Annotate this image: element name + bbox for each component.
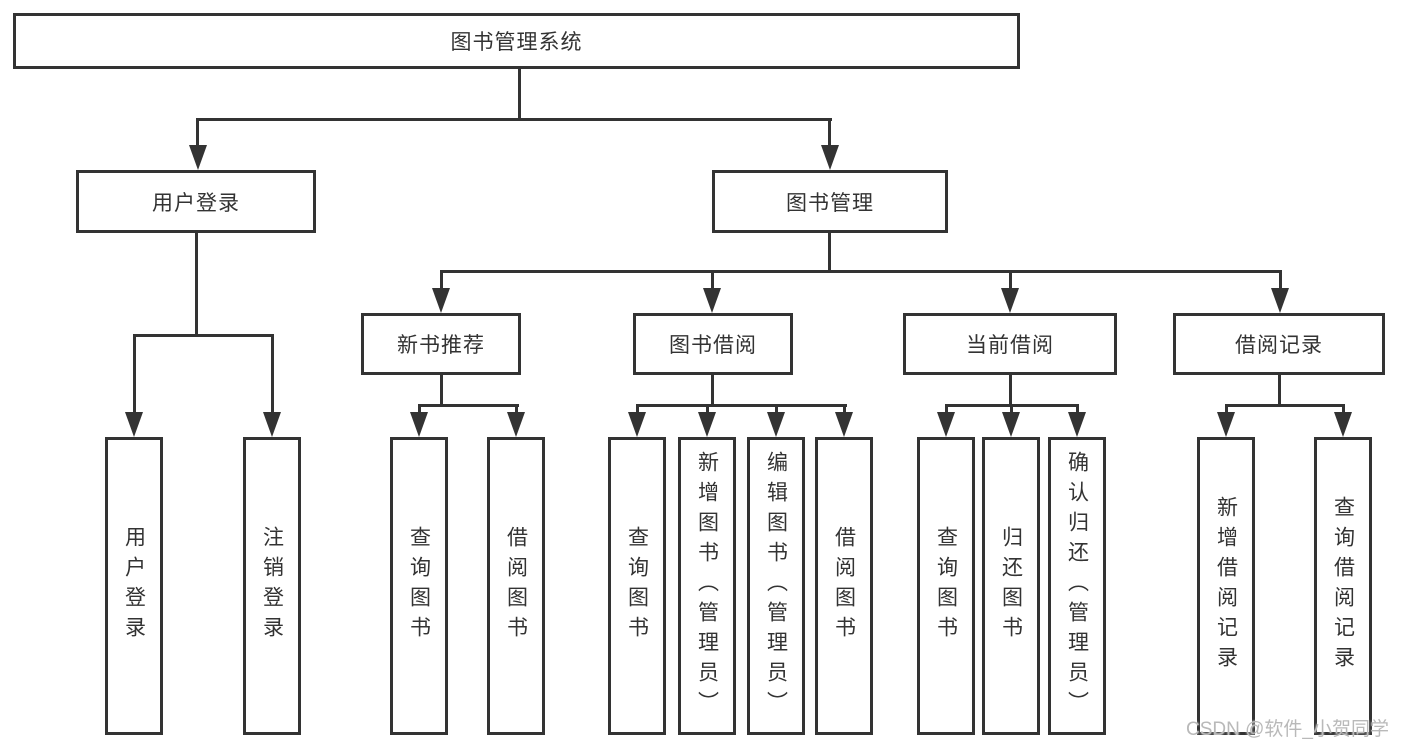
node-book-management: 图书管理	[712, 170, 948, 233]
arrowhead	[1002, 412, 1020, 437]
arrowhead	[1271, 288, 1289, 313]
connector-line	[828, 118, 831, 148]
leaf-edit-book-admin: 编辑图书（管理员）	[747, 437, 805, 735]
connector-line	[711, 270, 714, 290]
arrowhead	[1068, 412, 1086, 437]
connector-line	[196, 118, 199, 148]
connector-line	[271, 334, 274, 414]
node-label: 用户登录	[152, 191, 240, 215]
arrowhead	[263, 412, 281, 437]
connector-line	[440, 270, 443, 290]
connector-line	[133, 334, 274, 337]
connector-line	[1278, 375, 1281, 407]
connector-line	[418, 404, 519, 407]
arrowhead	[1001, 288, 1019, 313]
arrowhead	[507, 412, 525, 437]
connector-line	[1010, 404, 1013, 416]
leaf-label: 查询图书	[407, 526, 431, 646]
connector-line	[515, 404, 518, 416]
arrowhead	[703, 288, 721, 313]
leaf-confirm-return-admin: 确认归还（管理员）	[1048, 437, 1106, 735]
arrowhead	[432, 288, 450, 313]
node-label: 当前借阅	[966, 334, 1054, 357]
arrowhead	[1334, 412, 1352, 437]
connector-line	[828, 233, 831, 273]
arrowhead	[125, 412, 143, 437]
leaf-borrow-books-recommend: 借阅图书	[487, 437, 545, 735]
leaf-add-book-admin: 新增图书（管理员）	[678, 437, 736, 735]
connector-line	[1009, 375, 1012, 407]
leaf-label: 新增借阅记录	[1214, 496, 1238, 676]
leaf-query-borrow-record: 查询借阅记录	[1314, 437, 1372, 735]
leaf-borrow-books-borrowing: 借阅图书	[815, 437, 873, 735]
leaf-label: 注销登录	[260, 526, 284, 646]
leaf-label: 编辑图书（管理员）	[764, 451, 788, 721]
connector-line	[711, 375, 714, 407]
connector-line	[945, 404, 948, 416]
leaf-label: 归还图书	[999, 526, 1023, 646]
connector-line	[440, 375, 443, 407]
node-label: 图书借阅	[669, 334, 757, 357]
arrowhead	[821, 145, 839, 170]
arrowhead	[628, 412, 646, 437]
connector-line	[1225, 404, 1345, 407]
arrowhead	[698, 412, 716, 437]
node-current-borrowing: 当前借阅	[903, 313, 1117, 375]
leaf-label: 用户登录	[122, 526, 146, 646]
connector-line	[636, 404, 639, 416]
leaf-label: 查询图书	[625, 526, 649, 646]
arrowhead	[410, 412, 428, 437]
leaf-label: 借阅图书	[504, 526, 528, 646]
connector-line	[1009, 270, 1012, 290]
connector-line	[1342, 404, 1345, 416]
node-label: 新书推荐	[397, 334, 485, 357]
arrowhead	[835, 412, 853, 437]
connector-line	[706, 404, 709, 416]
connector-line	[775, 404, 778, 416]
leaf-label: 确认归还（管理员）	[1065, 451, 1089, 721]
leaf-query-books-recommend: 查询图书	[390, 437, 448, 735]
connector-line	[1279, 270, 1282, 290]
connector-line	[1076, 404, 1079, 416]
leaf-query-books-current: 查询图书	[917, 437, 975, 735]
csdn-watermark: CSDN @软件_小贺同学	[1186, 719, 1389, 740]
leaf-return-books: 归还图书	[982, 437, 1040, 735]
leaf-user-login: 用户登录	[105, 437, 163, 735]
node-borrowing-records: 借阅记录	[1173, 313, 1385, 375]
arrowhead	[937, 412, 955, 437]
node-book-management-system: 图书管理系统	[13, 13, 1020, 69]
connector-line	[440, 270, 1282, 273]
connector-line	[195, 233, 198, 337]
leaf-label: 查询借阅记录	[1331, 496, 1355, 676]
node-new-book-recommendation: 新书推荐	[361, 313, 521, 375]
connector-line	[418, 404, 421, 416]
node-label: 图书管理系统	[450, 31, 583, 54]
leaf-query-books-borrowing: 查询图书	[608, 437, 666, 735]
connector-line	[196, 118, 832, 121]
arrowhead	[189, 145, 207, 170]
connector-line	[636, 404, 847, 407]
leaf-add-borrow-record: 新增借阅记录	[1197, 437, 1255, 735]
arrowhead	[767, 412, 785, 437]
connector-line	[843, 404, 846, 416]
leaf-label: 查询图书	[934, 526, 958, 646]
node-book-borrowing: 图书借阅	[633, 313, 793, 375]
arrowhead	[1217, 412, 1235, 437]
connector-line	[518, 69, 521, 121]
leaf-label: 借阅图书	[832, 526, 856, 646]
connector-line	[133, 334, 136, 414]
connector-line	[1225, 404, 1228, 416]
node-label: 图书管理	[786, 191, 874, 215]
node-label: 借阅记录	[1235, 334, 1323, 357]
leaf-logout: 注销登录	[243, 437, 301, 735]
node-user-login: 用户登录	[76, 170, 316, 233]
leaf-label: 新增图书（管理员）	[695, 451, 719, 721]
